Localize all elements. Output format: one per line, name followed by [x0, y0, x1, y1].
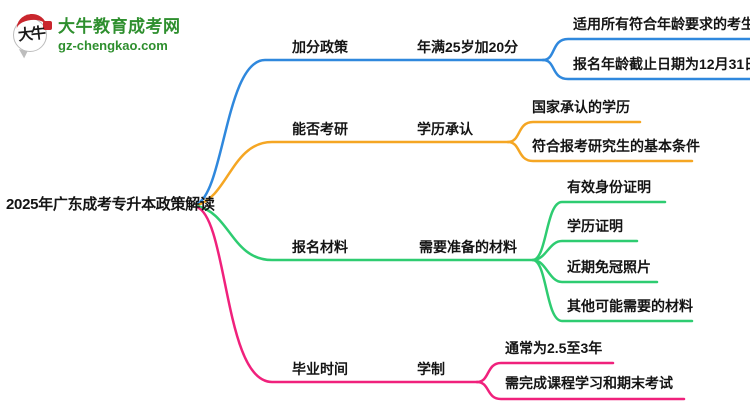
root-node[interactable]: 2025年广东成考专升本政策解读: [6, 196, 215, 213]
branch-materials-leaf-3[interactable]: 近期免冠照片: [567, 259, 651, 275]
branch-graduation-trunk-line: [195, 205, 479, 384]
branch-materials-leaf1-line: [531, 200, 667, 262]
branch-bonus-child-label[interactable]: 年满25岁加20分: [417, 39, 519, 55]
branch-materials-child-label[interactable]: 需要准备的材料: [419, 239, 517, 255]
branch-materials-leaf-4[interactable]: 其他可能需要的材料: [567, 298, 693, 314]
branch-bonus-trunk-line: [195, 58, 545, 206]
branch-graduation-child-label[interactable]: 学制: [417, 361, 445, 377]
branch-kaoyan-leaf-2[interactable]: 符合报考研究生的基本条件: [532, 138, 700, 154]
logo-bubble-tail: [17, 49, 28, 59]
branch-graduation-leaf-1[interactable]: 通常为2.5至3年: [505, 340, 603, 356]
branch-materials-leaf2-line: [531, 239, 639, 262]
site-domain: gz-chengkao.com: [58, 38, 168, 53]
branch-materials-leaf-1[interactable]: 有效身份证明: [567, 179, 651, 195]
branch-materials-label[interactable]: 报名材料: [292, 239, 348, 255]
branch-kaoyan-label[interactable]: 能否考研: [292, 121, 348, 137]
branch-bonus-leaf-1[interactable]: 适用所有符合年龄要求的考生: [573, 16, 750, 32]
site-name: 大牛教育成考网: [58, 17, 181, 36]
brand-logo[interactable]: 大牛 大牛教育成考网 gz-chengkao.com: [12, 12, 181, 59]
branch-materials-leaf-2[interactable]: 学历证明: [567, 218, 623, 234]
branch-bonus-leaf2-line: [541, 58, 750, 81]
branch-graduation-label[interactable]: 毕业时间: [292, 361, 348, 377]
branch-graduation-leaf2-line: [475, 380, 686, 401]
brand-text-block: 大牛教育成考网 gz-chengkao.com: [58, 12, 181, 53]
brand-logo-icon: 大牛: [12, 12, 52, 59]
logo-bubble-shape: [13, 18, 47, 52]
branch-bonus-label[interactable]: 加分政策: [292, 39, 348, 55]
branch-kaoyan-leaf2-line: [506, 140, 694, 163]
branch-kaoyan-leaf-1[interactable]: 国家承认的学历: [532, 99, 630, 115]
branch-materials-trunk-line: [195, 204, 535, 262]
logo-red-seal-icon: [43, 21, 52, 30]
logo-characters: 大牛: [17, 24, 45, 45]
branch-bonus-leaf-2[interactable]: 报名年龄截止日期为12月31日: [573, 56, 750, 72]
branch-graduation-leaf-2[interactable]: 需完成课程学习和期末考试: [505, 375, 673, 391]
branch-kaoyan-trunk-line: [195, 140, 510, 207]
branch-materials-leaf4-line: [531, 258, 694, 323]
branch-kaoyan-child-label[interactable]: 学历承认: [417, 121, 473, 137]
